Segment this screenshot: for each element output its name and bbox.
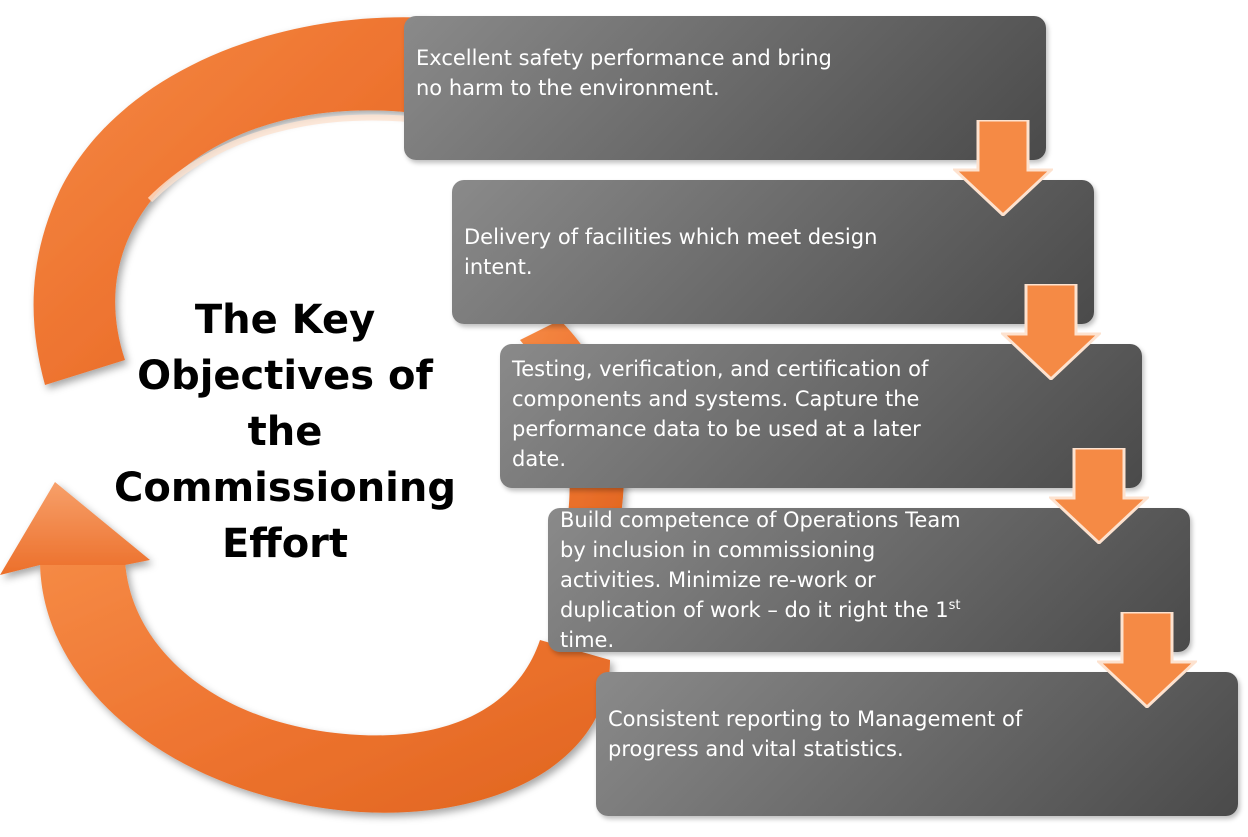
title-line-5: Effort — [221, 521, 349, 567]
objective-text-4-superscript: st — [948, 598, 961, 613]
cycle-arrowhead — [0, 482, 150, 575]
objective-box-5: Consistent reporting to Management of pr… — [596, 672, 1238, 816]
diagram-title: The Key Objectives of the Commissioning … — [110, 292, 460, 572]
title-line-2: Objectives of — [137, 353, 433, 399]
cycle-arrow-lower — [40, 560, 610, 813]
cycle-arrow-highlight — [147, 114, 421, 203]
objective-box-3: Testing, verification, and certification… — [500, 344, 1142, 488]
down-arrow-2 — [1001, 284, 1101, 380]
down-arrow-1 — [953, 120, 1053, 216]
objective-text-1: Excellent safety performance and bring n… — [416, 46, 832, 100]
objective-text-4-end: time. — [560, 628, 615, 652]
objective-text-5: Consistent reporting to Management of pr… — [608, 707, 1023, 761]
objective-text-4-main: Build competence of Operations Team by i… — [560, 508, 961, 622]
objective-box-4: Build competence of Operations Team by i… — [548, 508, 1190, 652]
objective-text-2: Delivery of facilities which meet design… — [464, 225, 878, 279]
objective-text-3: Testing, verification, and certification… — [512, 356, 929, 471]
objective-text-4: Build competence of Operations Team by i… — [560, 505, 980, 655]
objective-box-2: Delivery of facilities which meet design… — [452, 180, 1094, 324]
title-line-4: Commissioning — [113, 465, 456, 511]
cycle-arrow-body — [33, 17, 431, 385]
objective-box-1: Excellent safety performance and bring n… — [404, 16, 1046, 160]
title-line-1: The Key — [194, 297, 376, 343]
down-arrow-4 — [1097, 612, 1197, 708]
down-arrow-3 — [1049, 448, 1149, 544]
title-line-3: the — [247, 409, 323, 455]
